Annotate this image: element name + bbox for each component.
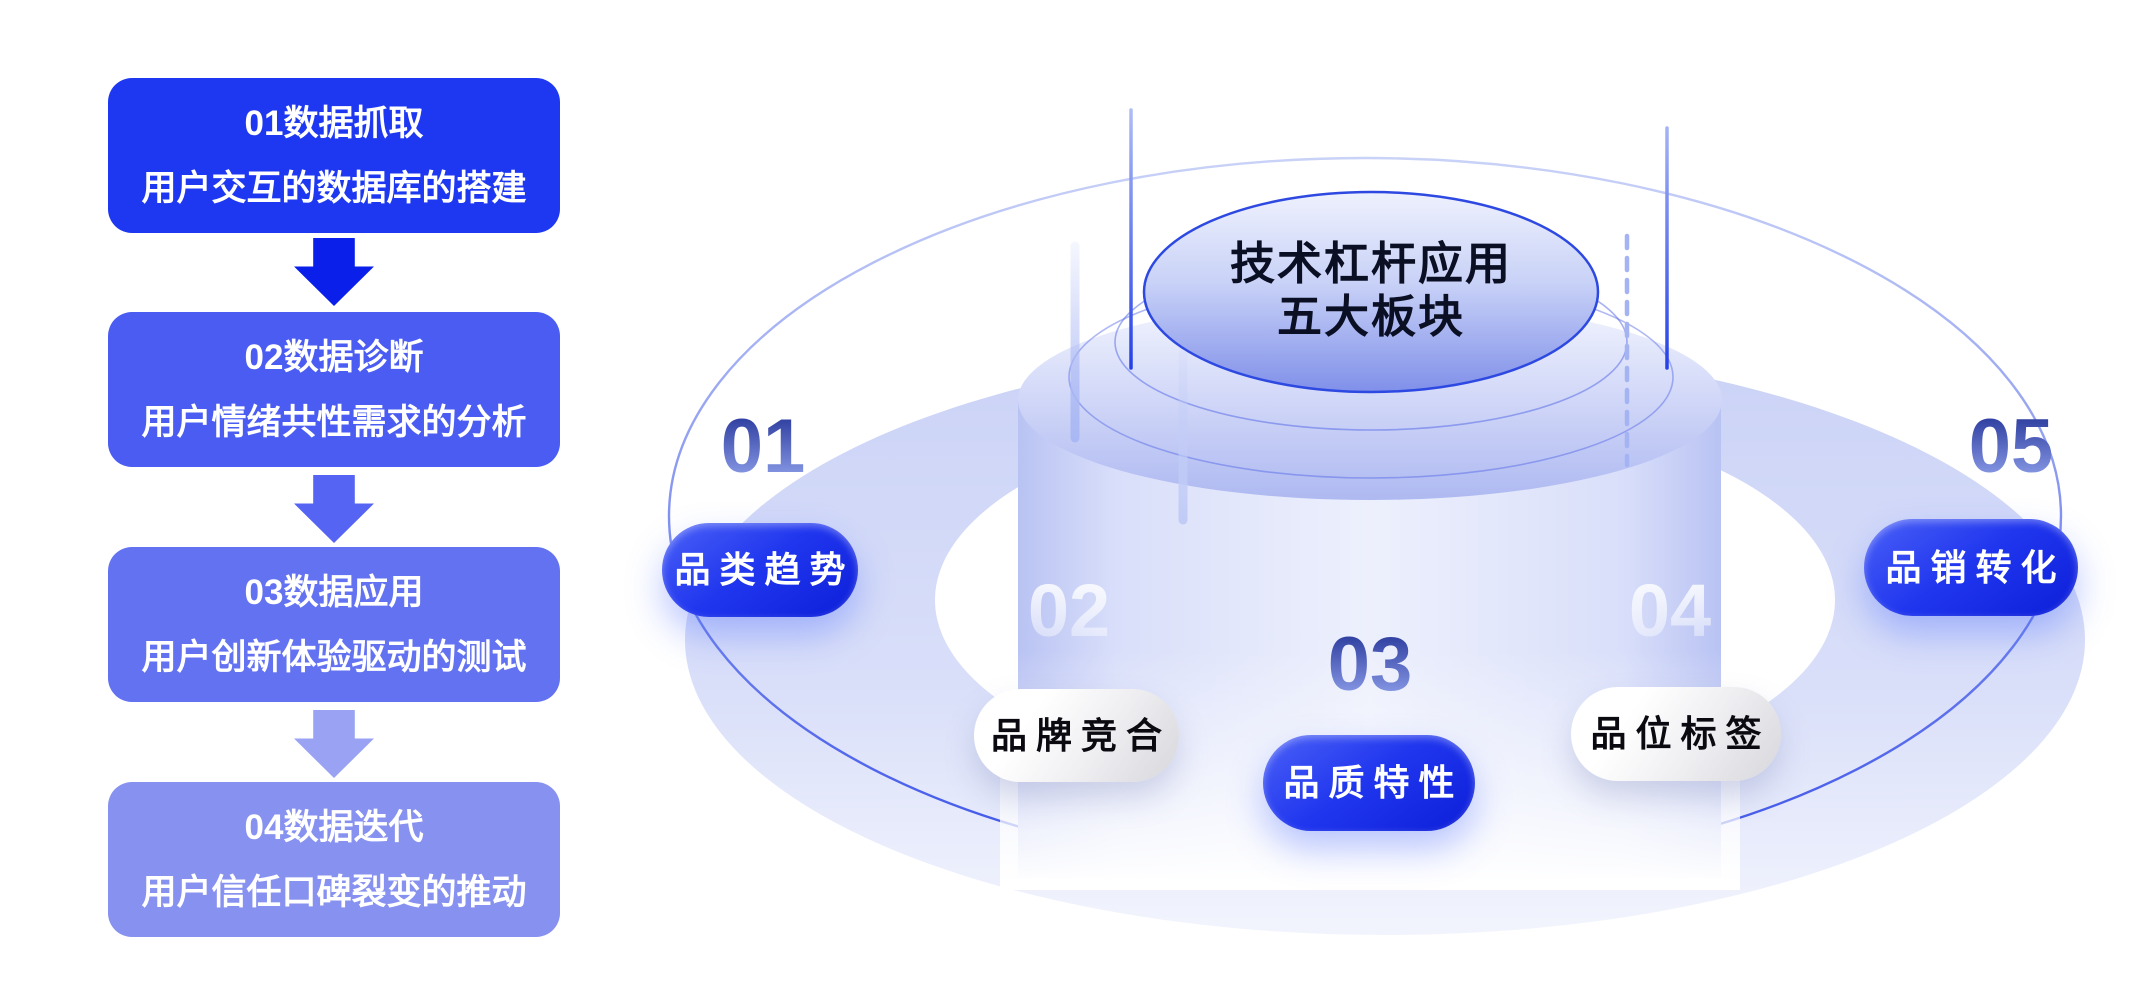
node-pill-sales-conversion: 品销转化 (1864, 519, 2078, 616)
flow-step-title: 04数据迭代 (244, 807, 424, 847)
node-pill-label: 品位标签 (1590, 713, 1771, 754)
flow-step-subtitle: 用户情绪共性需求的分析 (141, 402, 527, 442)
flow-step-3: 03数据应用 用户创新体验驱动的测试 (108, 547, 560, 702)
flow-step-subtitle: 用户创新体验驱动的测试 (141, 637, 527, 677)
node-pill-label: 品质特性 (1283, 762, 1464, 803)
node-pill-label: 品牌竞合 (990, 714, 1171, 756)
flow-step-title: 02数据诊断 (244, 337, 424, 377)
node-number-04: 04 (1629, 569, 1711, 652)
flow-step-title: 01数据抓取 (244, 103, 424, 143)
node-pill-category-trend: 品类趋势 (662, 523, 858, 617)
node-pill-label: 品销转化 (1885, 546, 2066, 588)
hub-title-line2: 五大板块 (1276, 291, 1465, 342)
hub-title: 技术杠杆应用 五大板块 (1144, 237, 1598, 343)
node-pill-brand-competition: 品牌竞合 (974, 689, 1179, 782)
hub-title-ellipse (1142, 190, 1600, 394)
node-pill-quality-traits: 品质特性 (1263, 735, 1475, 831)
node-number-05: 05 (1969, 404, 2054, 489)
node-number-03: 03 (1328, 622, 1413, 707)
node-pill-label: 品类趋势 (674, 549, 855, 590)
flow-step-title: 03数据应用 (244, 572, 424, 612)
flow-step-2: 02数据诊断 用户情绪共性需求的分析 (108, 312, 560, 467)
node-number-01: 01 (721, 404, 806, 489)
flow-step-subtitle: 用户信任口碑裂变的推动 (141, 872, 527, 912)
flow-step-1: 01数据抓取 用户交互的数据库的搭建 (108, 78, 560, 233)
node-number-02: 02 (1028, 569, 1110, 652)
node-pill-taste-tags: 品位标签 (1571, 687, 1781, 781)
flow-step-4: 04数据迭代 用户信任口碑裂变的推动 (108, 782, 560, 937)
hub-title-line1: 技术杠杆应用 (1229, 238, 1512, 289)
flow-step-subtitle: 用户交互的数据库的搭建 (141, 168, 527, 208)
